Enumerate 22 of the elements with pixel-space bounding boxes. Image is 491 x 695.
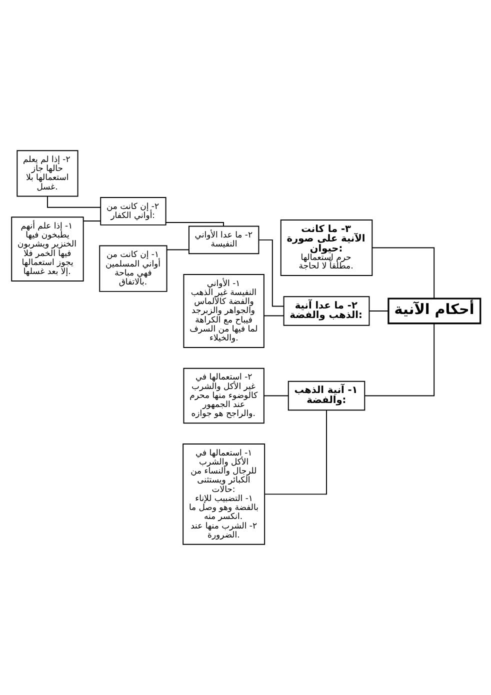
connector [364, 323, 434, 396]
connector [263, 315, 284, 316]
node-box: ١- استعمالها في الأكل والشرب للرجال والنساء من الكبائر ويستثنى حالات: ١- التضبيب للإناء بالفضة وهو وصل ما انكسر منه. ٢- الشرب منها عند الضرورة. [182, 444, 265, 545]
node-box: ٢- استعمالها في غير الأكل والشرب كالوضوء منها محرم عند الجمهور والراجح هو جوازه. [182, 368, 264, 424]
connector [264, 410, 326, 495]
node-box: ١- إذا علم أنهم يطبخون فيها الخنزير ويشربون فيها الخمر فلا يجوز استعمالها إلا بعد غسلها. [10, 216, 84, 282]
connector [258, 239, 284, 307]
connector [82, 220, 101, 222]
node-box: ١- إن كانت من أواني المسلمين فهي مباحة بالاتفاق. [98, 245, 167, 292]
node-box: ٢- إن كانت من أواني الكفار: [100, 197, 166, 226]
connector [164, 222, 224, 227]
node-box: ٢- ما عدا آنية الذهب والفضة: [282, 296, 370, 326]
node-box: ٢- إذا لم يعلم حالها جاز استعمالها بلا غسل. [16, 150, 78, 197]
node-box: ١- الأواني النفيسة غير الذهب والفضة كالألماس والجواهر والزبرجد فيباح مع الكراهة لما فيها من السرف والخيلاء. [182, 274, 264, 348]
connector [368, 310, 388, 312]
connector [166, 249, 189, 250]
connector [371, 247, 434, 299]
connector [263, 395, 288, 396]
node-box: أحكام الآنية [387, 298, 481, 324]
node-box: ١- آنية الذهب والفضة: [287, 380, 365, 411]
node-box: ٢- ما عدا الأواني النفيسة [188, 226, 259, 254]
node-box: ٣- ما كانت الآنية على صورة حيوان: حرم استعمالها مطلقاً لا لحاجة. [280, 220, 372, 276]
